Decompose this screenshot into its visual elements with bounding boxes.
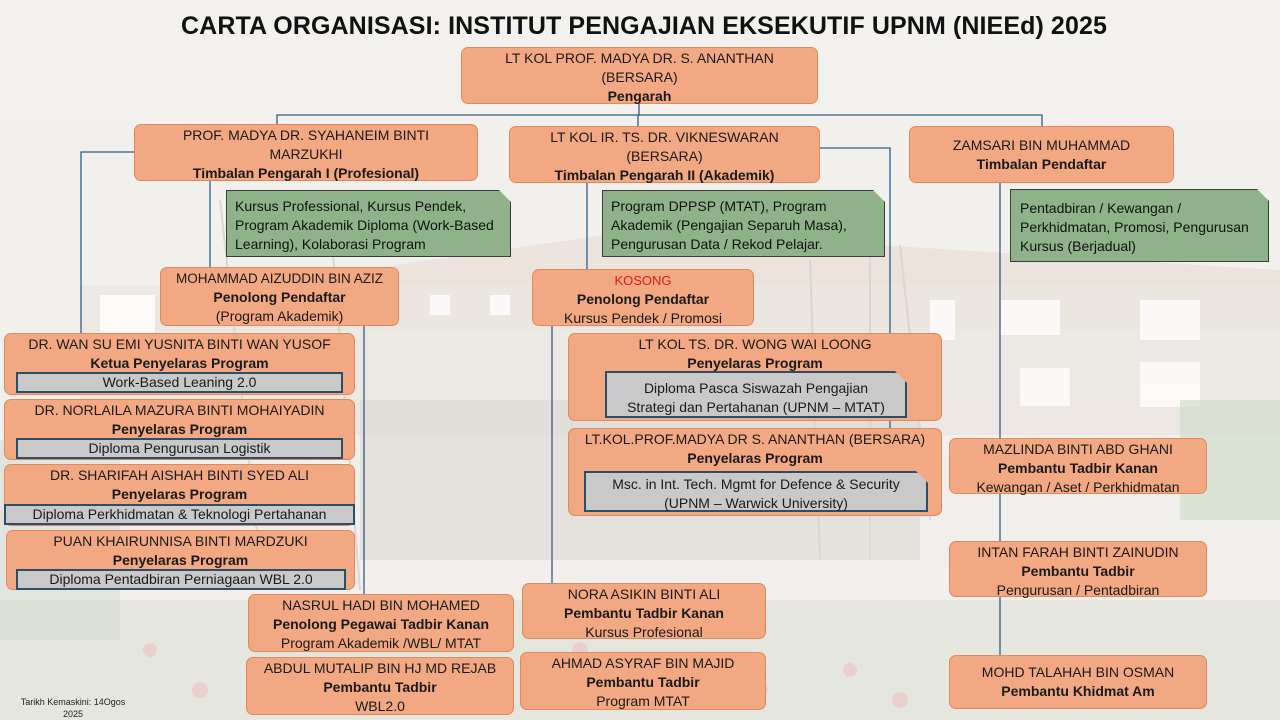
coordinator-role: Penyelaras Program [687, 450, 823, 466]
staff-name: ABDUL MUTALIP BIN HJ MD REJAB [263, 660, 497, 676]
staff-detail: Program Akademik /WBL/ MTAT [280, 635, 482, 651]
staff-detail: Program MTAT [596, 693, 690, 709]
program-label: Diploma Pentadbiran Perniagaan WBL 2.0 [16, 569, 346, 590]
coordinator-role: Penyelaras Program [687, 355, 823, 371]
program-label: Msc. in Int. Tech. Mgmt for Defence & Se… [584, 471, 928, 512]
page-title: CARTA ORGANISASI: INSTITUT PENGAJIAN EKS… [181, 12, 1107, 40]
coordinator-name: DR. WAN SU EMI YUSNITA BINTI WAN YUSOF [28, 336, 331, 352]
staff-role: Pembantu Tadbir [586, 674, 700, 690]
staff-role: Pembantu Tadbir Kanan [564, 605, 724, 621]
coordinator-role: Penyelaras Program [111, 421, 248, 437]
asst-registrar1-role: Penolong Pendaftar [213, 289, 346, 305]
director-role: Pengarah [607, 88, 672, 104]
deputy2-note: (BERSARA) [626, 148, 703, 164]
deputy2-role: Timbalan Pengarah II (Akademik) [554, 167, 775, 183]
staff-detail: Kursus Profesional [585, 624, 703, 640]
staff-role: Pembantu Tadbir Kanan [998, 460, 1158, 476]
staff-role: Pembantu Tadbir [323, 679, 437, 695]
coordinator-role: Penyelaras Program [112, 552, 249, 568]
note-academic: Program DPPSP (MTAT), Program Akademik (… [602, 190, 885, 257]
staff-name: MAZLINDA BINTI ABD GHANI [983, 441, 1173, 457]
staff-detail: Pengurusan / Pentadbiran [996, 582, 1160, 598]
program-label: Diploma Pasca Siswazah Pengajian Strateg… [605, 371, 907, 418]
staff-name: MOHD TALAHAH BIN OSMAN [981, 664, 1175, 680]
staff-box: ABDUL MUTALIP BIN HJ MD REJAB Pembantu T… [246, 657, 514, 715]
staff-name: AHMAD ASYRAF BIN MAJID [551, 655, 735, 671]
coordinator-name: DR. SHARIFAH AISHAH BINTI SYED ALI [49, 467, 310, 483]
staff-box: MOHD TALAHAH BIN OSMAN Pembantu Khidmat … [949, 655, 1207, 709]
staff-role: Pembantu Khidmat Am [1001, 683, 1155, 699]
coordinator-name: PUAN KHAIRUNNISA BINTI MARDZUKI [53, 533, 308, 549]
vacant-status: KOSONG [614, 273, 672, 288]
staff-detail: WBL2.0 [355, 698, 405, 714]
staff-detail: Kewangan / Aset / Perkhidmatan [976, 479, 1180, 495]
deputy2-name: LT KOL IR. TS. DR. VIKNESWARAN [550, 129, 779, 145]
note-professional: Kursus Professional, Kursus Pendek, Prog… [226, 190, 511, 257]
asst-registrar1-name: MOHAMMAD AIZUDDIN BIN AZIZ [175, 271, 383, 286]
deputy1-role: Timbalan Pengarah I (Profesional) [192, 165, 420, 181]
director-note: (BERSARA) [601, 69, 678, 85]
program-label: Diploma Pengurusan Logistik [16, 438, 343, 459]
program-label: Work-Based Leaning 2.0 [16, 372, 343, 393]
deputy-registrar-role: Timbalan Pendaftar [976, 156, 1107, 172]
coordinator-name: DR. NORLAILA MAZURA BINTI MOHAIYADIN [34, 402, 325, 418]
staff-name: INTAN FARAH BINTI ZAINUDIN [977, 544, 1179, 560]
coordinator-name: LT.KOL.PROF.MADYA DR S. ANANTHAN (BERSAR… [584, 431, 926, 447]
coordinator-role: Penyelaras Program [111, 486, 248, 502]
program-text: Msc. in Int. Tech. Mgmt for Defence & Se… [612, 476, 900, 511]
deputy1-name: PROF. MADYA DR. SYAHANEIM BINTI MARZUKHI [182, 127, 430, 162]
staff-box: NORA ASIKIN BINTI ALI Pembantu Tadbir Ka… [522, 583, 766, 640]
asst-registrar2-box: KOSONG Penolong Pendaftar Kursus Pendek … [532, 269, 754, 326]
deputy-registrar-name: ZAMSARI BIN MUHAMMAD [952, 137, 1131, 153]
deputy2-box: LT KOL IR. TS. DR. VIKNESWARAN (BERSARA)… [509, 126, 820, 183]
staff-box: MAZLINDA BINTI ABD GHANI Pembantu Tadbir… [949, 438, 1207, 495]
deputy-registrar-box: ZAMSARI BIN MUHAMMAD Timbalan Pendaftar [909, 126, 1174, 183]
coordinator-role: Ketua Penyelaras Program [90, 355, 269, 371]
staff-box: INTAN FARAH BINTI ZAINUDIN Pembantu Tadb… [949, 541, 1207, 598]
asst-registrar1-box: MOHAMMAD AIZUDDIN BIN AZIZ Penolong Pend… [160, 267, 399, 326]
update-date-note: Tarikh Kemaskini: 14Ogos 2025 [20, 697, 126, 719]
deputy1-box: PROF. MADYA DR. SYAHANEIM BINTI MARZUKHI… [134, 124, 478, 181]
staff-role: Pembantu Tadbir [1021, 563, 1135, 579]
director-name: LT KOL PROF. MADYA DR. S. ANANTHAN [505, 50, 774, 66]
program-text: Diploma Pasca Siswazah Pengajian Strateg… [627, 380, 885, 415]
staff-box: AHMAD ASYRAF BIN MAJID Pembantu Tadbir P… [520, 652, 766, 710]
program-label: Diploma Perkhidmatan & Teknologi Pertaha… [4, 504, 355, 525]
asst-registrar1-detail: (Program Akademik) [215, 308, 344, 324]
staff-box: NASRUL HADI BIN MOHAMED Penolong Pegawai… [248, 594, 514, 652]
director-box: LT KOL PROF. MADYA DR. S. ANANTHAN (BERS… [461, 47, 818, 104]
staff-role: Penolong Pegawai Tadbir Kanan [273, 616, 489, 632]
staff-name: NASRUL HADI BIN MOHAMED [282, 597, 480, 613]
staff-name: NORA ASIKIN BINTI ALI [567, 586, 721, 602]
asst-registrar2-detail: Kursus Pendek / Promosi [564, 310, 722, 326]
coordinator-name: LT KOL TS. DR. WONG WAI LOONG [638, 336, 872, 352]
asst-registrar2-role: Penolong Pendaftar [576, 291, 710, 307]
note-admin: Pentadbiran / Kewangan / Perkhidmatan, P… [1010, 189, 1269, 262]
